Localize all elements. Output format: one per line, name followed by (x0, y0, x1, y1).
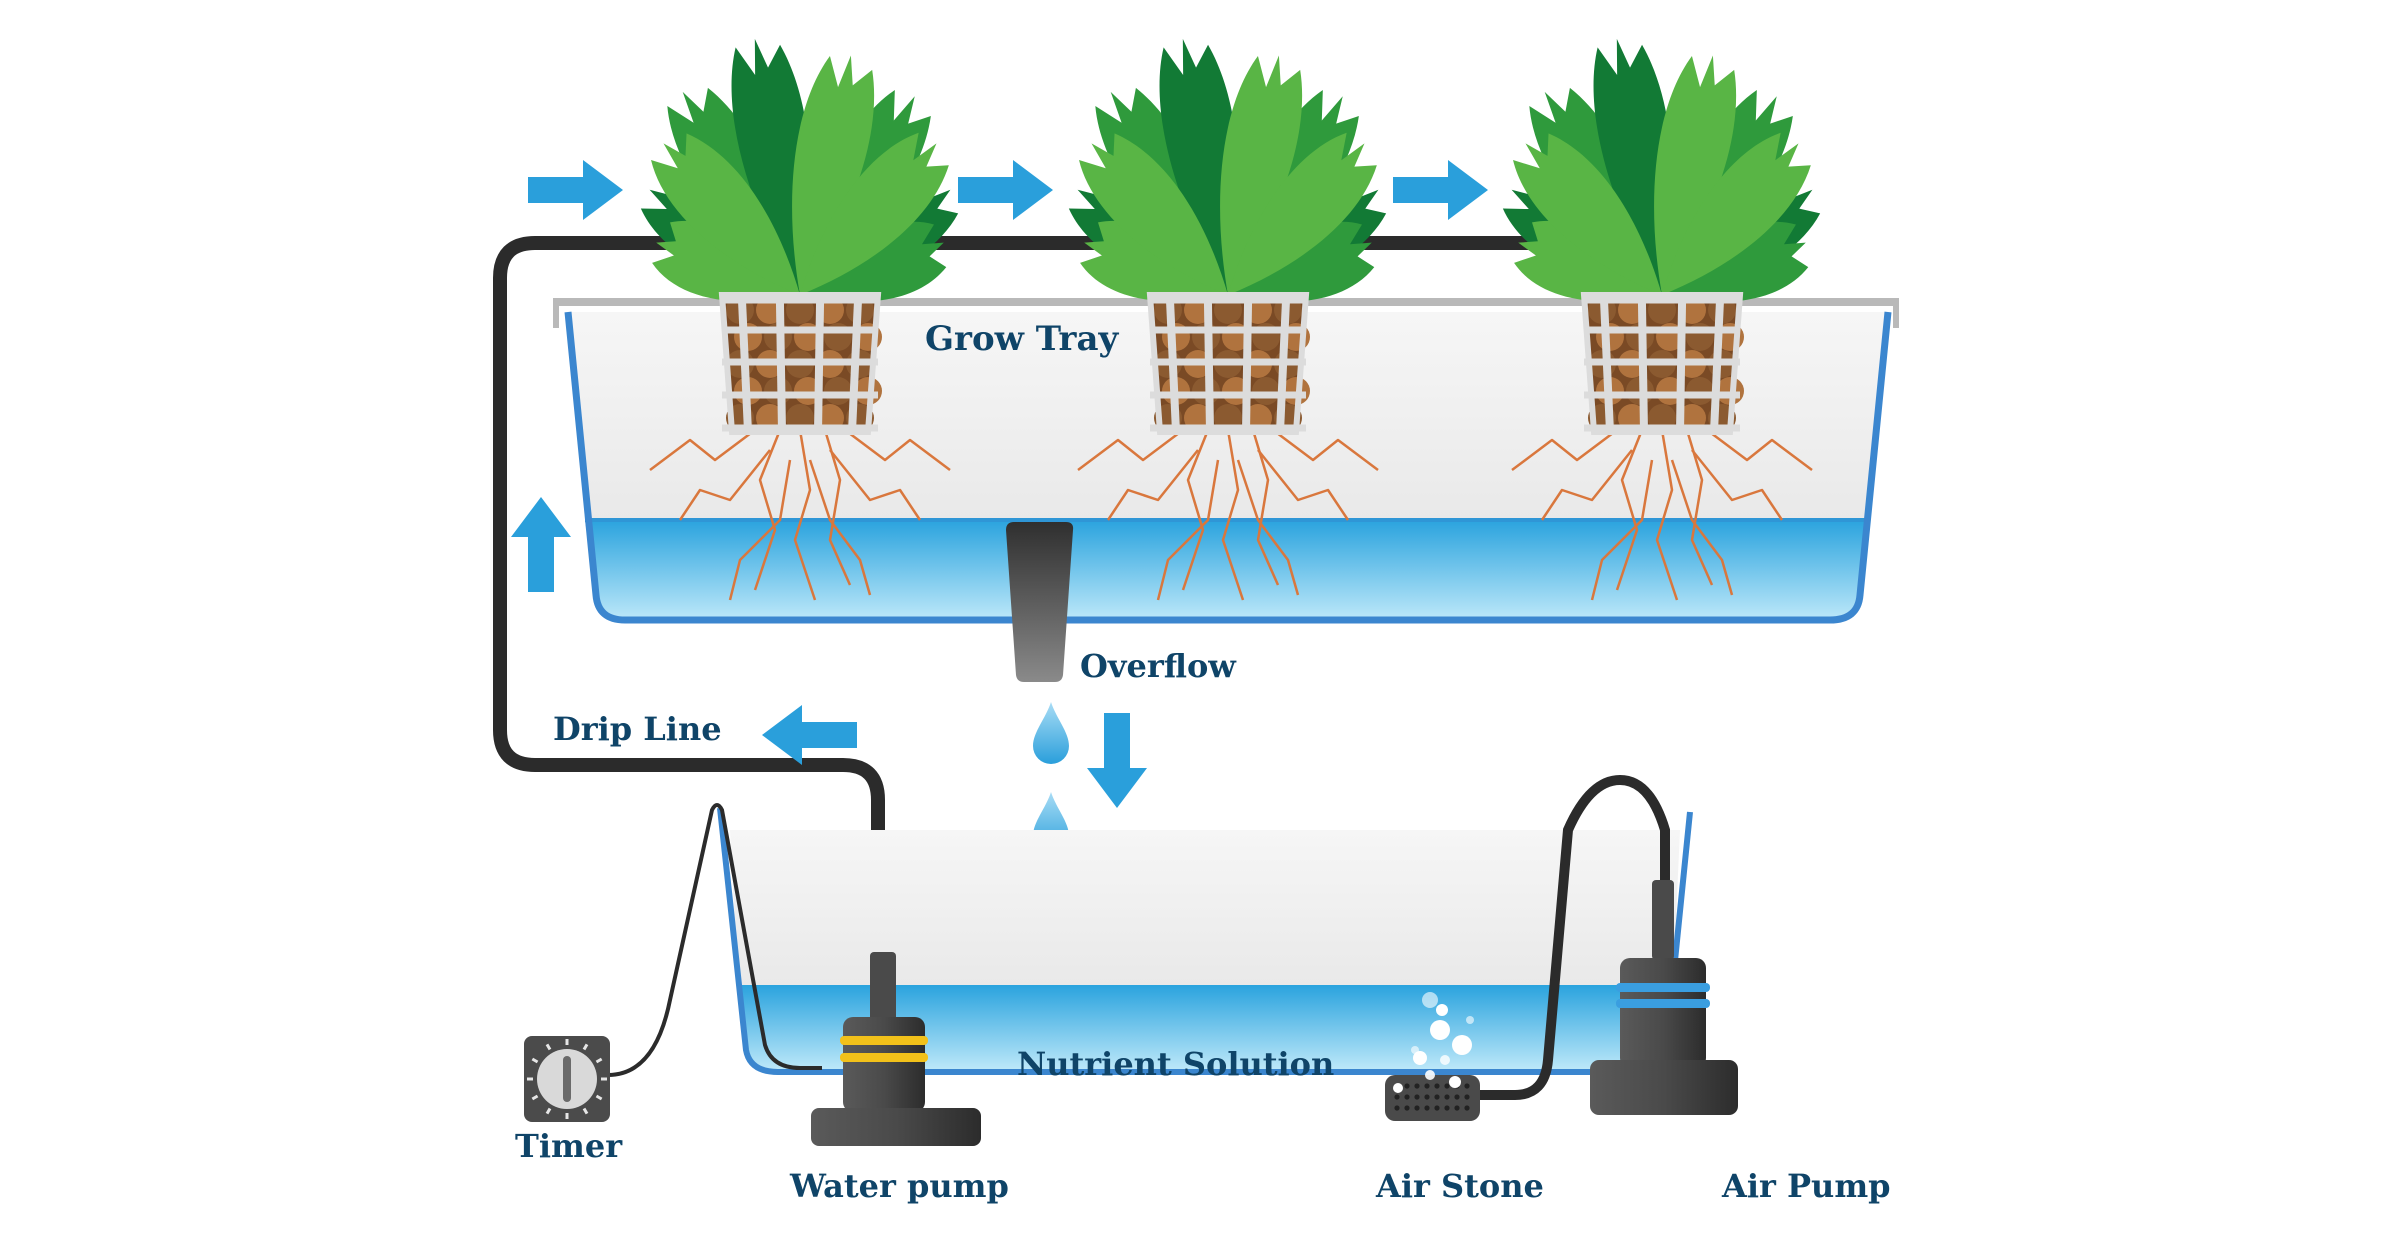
leaves (1502, 38, 1821, 302)
water-drop-icon (1033, 702, 1069, 764)
air-bubble (1393, 1083, 1403, 1093)
grow-tray-water (585, 520, 1870, 620)
grow-tray-label: Grow Tray (925, 319, 1120, 359)
roots (1511, 429, 1813, 601)
air-bubble (1466, 1016, 1474, 1024)
air-bubble (1440, 1055, 1450, 1065)
timer-cord (607, 803, 822, 1077)
arrow-up-icon (511, 497, 571, 592)
arrow-left-icon (762, 705, 857, 765)
arrow-right-icon (958, 160, 1053, 220)
leaves (640, 38, 959, 302)
air-bubble (1436, 1004, 1448, 1016)
net-pot (718, 292, 882, 435)
arrow-right-icon (528, 160, 623, 220)
nutrient-solution-label: Nutrient Solution (1017, 1045, 1334, 1083)
arrow-right-icon (1393, 160, 1488, 220)
water-pump-label: Water pump (789, 1167, 1009, 1205)
air-bubble (1449, 1076, 1461, 1088)
grow-tray-outline (564, 311, 1892, 624)
reservoir-air (730, 830, 1680, 985)
air-bubble (1413, 1051, 1427, 1065)
overflow-label: Overflow (1080, 647, 1237, 685)
overflow-drain (1006, 522, 1074, 682)
air-stone (1385, 774, 1670, 1121)
timer-label: Timer (515, 1127, 623, 1165)
roots (1077, 429, 1379, 601)
water-pump (811, 952, 981, 1146)
plant-1 (640, 38, 959, 601)
plant-3 (1502, 38, 1821, 601)
air-stone-label: Air Stone (1375, 1167, 1544, 1205)
grow-tray-rim-left-lip (553, 298, 559, 328)
timer-device (524, 1036, 610, 1122)
air-bubble (1422, 992, 1438, 1008)
drip-line-label: Drip Line (553, 710, 722, 748)
air-pump-label: Air Pump (1721, 1167, 1891, 1205)
net-pot (1580, 292, 1744, 435)
plant-2 (1068, 38, 1387, 601)
air-pump (1590, 880, 1738, 1115)
air-bubble (1425, 1070, 1435, 1080)
air-bubble (1411, 1046, 1419, 1054)
arrow-down-icon (1087, 713, 1147, 808)
grow-tray-rim-right-lip (1893, 298, 1899, 328)
leaves (1068, 38, 1387, 302)
air-bubble (1430, 1020, 1450, 1040)
air-bubble (1452, 1035, 1472, 1055)
net-pot (1146, 292, 1310, 435)
roots (649, 429, 951, 601)
